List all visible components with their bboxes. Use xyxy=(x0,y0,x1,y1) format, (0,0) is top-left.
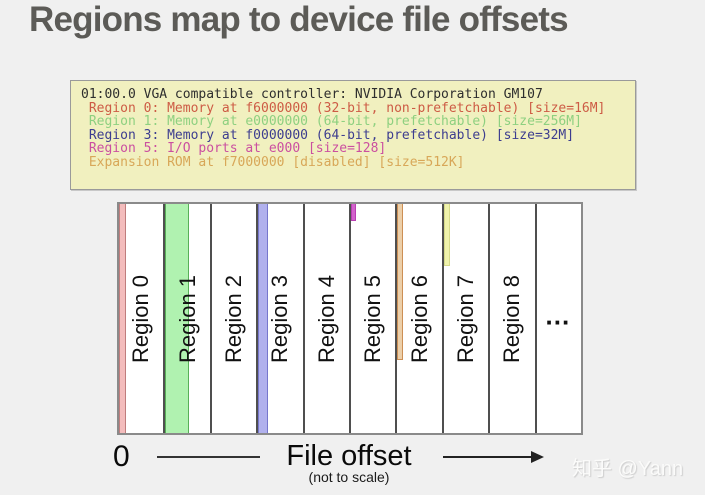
lspci-line-region0: Region 0: Memory at f6000000 (32-bit, no… xyxy=(81,100,606,116)
more-regions-ellipsis: … xyxy=(544,299,574,330)
region-column-1: Region 1 xyxy=(165,204,212,433)
region-label: Region 5 xyxy=(360,274,386,363)
region-label: Region 7 xyxy=(453,274,479,363)
region-column-3: Region 3 xyxy=(258,204,305,433)
axis-line-left xyxy=(157,456,260,458)
region-label: Region 2 xyxy=(221,274,247,363)
device-file-diagram: Region 0 Region 1 Region 2 Region 3 Regi… xyxy=(117,202,583,435)
region-label: Region 6 xyxy=(406,274,432,363)
region-label: Region 1 xyxy=(174,274,200,363)
region-column-2: Region 2 xyxy=(212,204,259,433)
page-title: Regions map to device file offsets xyxy=(29,0,569,39)
region7-mapping-stripe xyxy=(443,204,450,266)
region-column-7: Region 7 xyxy=(443,204,491,433)
region-column-6: Region 6 xyxy=(397,204,444,433)
region-label: Region 0 xyxy=(128,274,154,363)
axis-title: File offset xyxy=(286,440,412,472)
region-column-0: Region 0 xyxy=(119,204,166,433)
region-label: Region 8 xyxy=(499,274,525,363)
region5-mapping-stripe xyxy=(351,204,357,221)
lspci-line-region3: Region 3: Memory at f0000000 (64-bit, pr… xyxy=(81,127,575,143)
axis-arrow-icon xyxy=(531,451,544,463)
region-column-5: Region 5 xyxy=(351,204,398,433)
axis-origin-label: 0 xyxy=(113,440,130,473)
lspci-line-controller: 01:00.0 VGA compatible controller: NVIDI… xyxy=(81,87,543,102)
region-label: Region 4 xyxy=(313,274,339,363)
region-column-8: Region 8 xyxy=(490,204,537,433)
region-column-more: … xyxy=(537,204,581,433)
region-label: Region 3 xyxy=(267,274,293,363)
lspci-output-box: 01:00.0 VGA compatible controller: NVIDI… xyxy=(70,80,636,190)
region1-mapping-stripe xyxy=(165,204,190,433)
watermark: 知乎 @Yann xyxy=(572,458,684,480)
region0-mapping-stripe xyxy=(119,204,126,433)
axis-scale-note: (not to scale) xyxy=(308,469,390,485)
region3-mapping-stripe xyxy=(258,204,269,433)
axis-line-right xyxy=(443,456,531,458)
lspci-line-region5: Region 5: I/O ports at e000 [size=128] xyxy=(81,141,387,156)
lspci-line-expansion-rom: Expansion ROM at f7000000 [disabled] [si… xyxy=(81,154,465,170)
lspci-line-region1: Region 1: Memory at e0000000 (64-bit, pr… xyxy=(81,114,582,129)
region-column-4: Region 4 xyxy=(305,204,352,433)
region6-mapping-stripe xyxy=(397,204,404,360)
